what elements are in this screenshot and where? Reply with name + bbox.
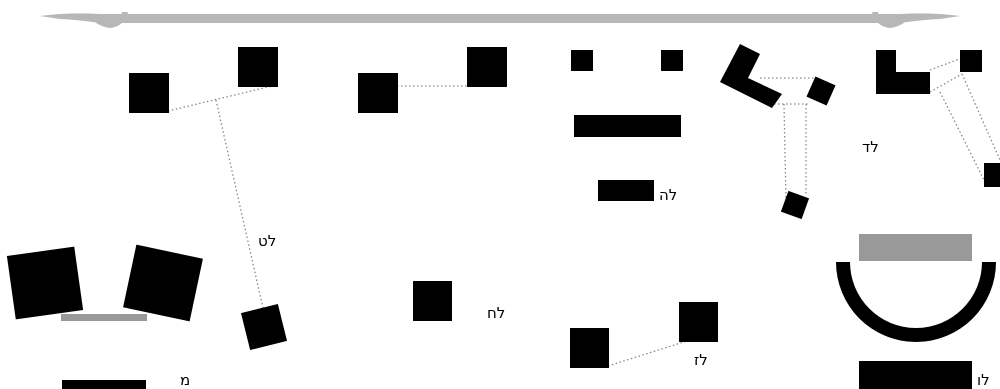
block xyxy=(570,328,609,368)
connector xyxy=(167,85,273,112)
bar-small xyxy=(598,180,654,201)
table-gray xyxy=(61,314,147,321)
block xyxy=(413,281,452,321)
l-shape-block xyxy=(720,44,782,108)
label-mem: מ xyxy=(180,371,191,389)
block xyxy=(358,73,398,113)
bar xyxy=(574,115,681,137)
dotted-connectors xyxy=(167,57,1000,367)
label-lamed-vav: לו xyxy=(977,371,990,389)
label-lamed-het: לח xyxy=(487,304,506,322)
table-gray xyxy=(859,234,972,261)
connector xyxy=(939,91,989,189)
block-large xyxy=(6,246,84,320)
ornament-right-curl xyxy=(872,12,912,28)
connector xyxy=(215,99,264,309)
block-small xyxy=(780,190,810,220)
block-small xyxy=(661,50,683,71)
bar xyxy=(859,361,972,389)
ornament-right-flourish xyxy=(900,13,960,23)
label-lamed-dalet: לד xyxy=(862,138,879,156)
block-small xyxy=(571,50,593,71)
connector xyxy=(929,73,963,93)
label-lamed-tet: לט xyxy=(258,232,277,250)
top-ornament-border xyxy=(40,12,960,28)
block-large xyxy=(123,244,203,322)
semicircle-booth xyxy=(836,262,996,342)
connector xyxy=(783,103,787,201)
ornament-left-curl xyxy=(88,12,128,28)
block xyxy=(467,47,507,87)
label-lamed-he: לה xyxy=(659,186,678,204)
block xyxy=(240,303,288,351)
ornament-bar xyxy=(95,14,905,23)
block-small xyxy=(984,163,1000,187)
ornament-left-flourish xyxy=(40,13,100,23)
bar xyxy=(62,380,146,389)
l-shape-block xyxy=(876,50,930,94)
connector xyxy=(607,339,691,367)
block xyxy=(238,47,278,87)
block xyxy=(129,73,169,113)
connector xyxy=(961,73,1000,161)
label-lamed-zayin: לז xyxy=(694,351,708,369)
block-small xyxy=(806,76,836,106)
block xyxy=(679,302,718,342)
connector xyxy=(929,57,963,71)
block-small xyxy=(960,50,982,72)
